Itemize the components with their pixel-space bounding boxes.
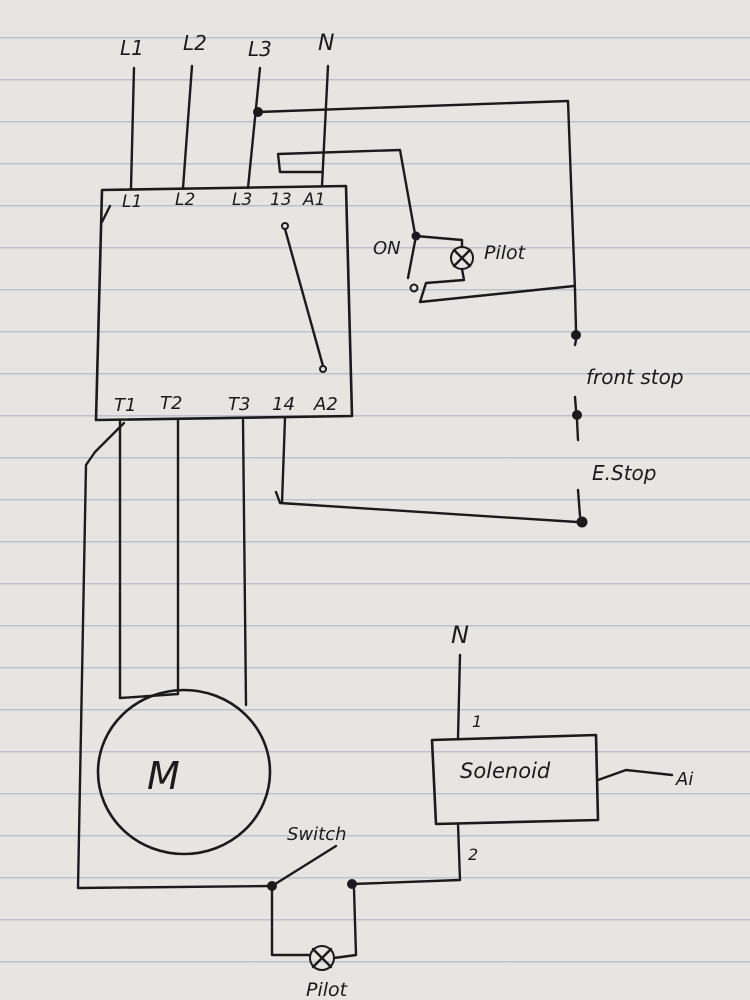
supply-label-l1: L1 bbox=[120, 36, 144, 60]
terminal-l3: L3 bbox=[232, 190, 252, 210]
wire-solenoid-to-switch bbox=[350, 822, 462, 886]
supply-label-l3: L3 bbox=[248, 37, 272, 61]
wire-pilot-return bbox=[418, 267, 576, 304]
estop-dot bbox=[576, 516, 588, 528]
terminal-13: 13 bbox=[270, 190, 292, 210]
terminal-t1: T1 bbox=[114, 395, 136, 416]
terminal-l2: L2 bbox=[175, 190, 195, 210]
solenoid-supply-label: N bbox=[451, 621, 469, 649]
pilot-lamp-top-cross bbox=[452, 248, 472, 268]
wire-l3 bbox=[246, 66, 262, 190]
solenoid-label: Solenoid bbox=[460, 759, 551, 783]
switch-blade bbox=[270, 844, 338, 888]
supply-label-n: N bbox=[318, 31, 334, 56]
front-stop-dot-b bbox=[572, 410, 582, 420]
wire-a1-to-on bbox=[276, 148, 417, 236]
estop-gap-bottom bbox=[576, 488, 582, 518]
motor-label: M bbox=[147, 754, 180, 798]
wire-estop-to-14 bbox=[274, 416, 579, 524]
motor-circle bbox=[96, 688, 272, 856]
front-stop-gap-top bbox=[573, 338, 578, 347]
pilot-label-bottom: Pilot bbox=[306, 979, 349, 1000]
wire-l3-to-control bbox=[256, 99, 577, 292]
front-stop-gap-bottom bbox=[573, 395, 578, 412]
pilot-label-top: Pilot bbox=[484, 242, 527, 264]
solenoid-output-label: Ai bbox=[675, 769, 693, 790]
wire-n bbox=[320, 64, 330, 188]
front-stop-dot-a bbox=[571, 330, 581, 340]
pilot-lamp-bottom-cross bbox=[311, 947, 333, 969]
wire-to-front-stop bbox=[573, 288, 578, 332]
on-switch-blade bbox=[406, 234, 418, 280]
terminal-l1: L1 bbox=[122, 192, 142, 212]
wire-pilot-top bbox=[414, 234, 464, 249]
wire-pilot-bottom-right bbox=[332, 887, 358, 960]
wire-l1 bbox=[129, 66, 136, 190]
wire-t3-motor bbox=[241, 418, 248, 707]
solenoid-terminal-1: 1 bbox=[472, 712, 482, 731]
wire-l2 bbox=[181, 64, 194, 190]
terminal-a1: A1 bbox=[302, 190, 325, 210]
supply-label-l2: L2 bbox=[183, 31, 207, 55]
solenoid-output-wire bbox=[596, 768, 674, 782]
switch-label: Switch bbox=[287, 824, 347, 845]
contactor-box bbox=[94, 184, 354, 422]
terminal-t3: T3 bbox=[228, 394, 250, 415]
terminal-a2: A2 bbox=[313, 394, 338, 415]
solenoid-box bbox=[430, 733, 600, 826]
estop-label: E.Stop bbox=[592, 461, 656, 485]
contactor-corner-mark bbox=[100, 204, 112, 224]
terminal-t2: T2 bbox=[160, 393, 182, 414]
solenoid-terminal-2: 2 bbox=[468, 845, 478, 864]
aux-contact-blade bbox=[283, 227, 325, 368]
on-label: ON bbox=[373, 238, 401, 259]
on-switch-lower-dot bbox=[409, 283, 419, 293]
wire-n-solenoid bbox=[456, 653, 462, 740]
front-stop-label: front stop bbox=[586, 365, 684, 389]
wire-t1-to-switch bbox=[76, 421, 274, 890]
wire-pilot-bottom-left bbox=[270, 889, 312, 957]
terminal-14: 14 bbox=[272, 394, 295, 415]
wire-to-estop bbox=[575, 418, 580, 442]
aux-contact-14-dot bbox=[319, 365, 327, 373]
switch-dot-right bbox=[347, 879, 357, 889]
